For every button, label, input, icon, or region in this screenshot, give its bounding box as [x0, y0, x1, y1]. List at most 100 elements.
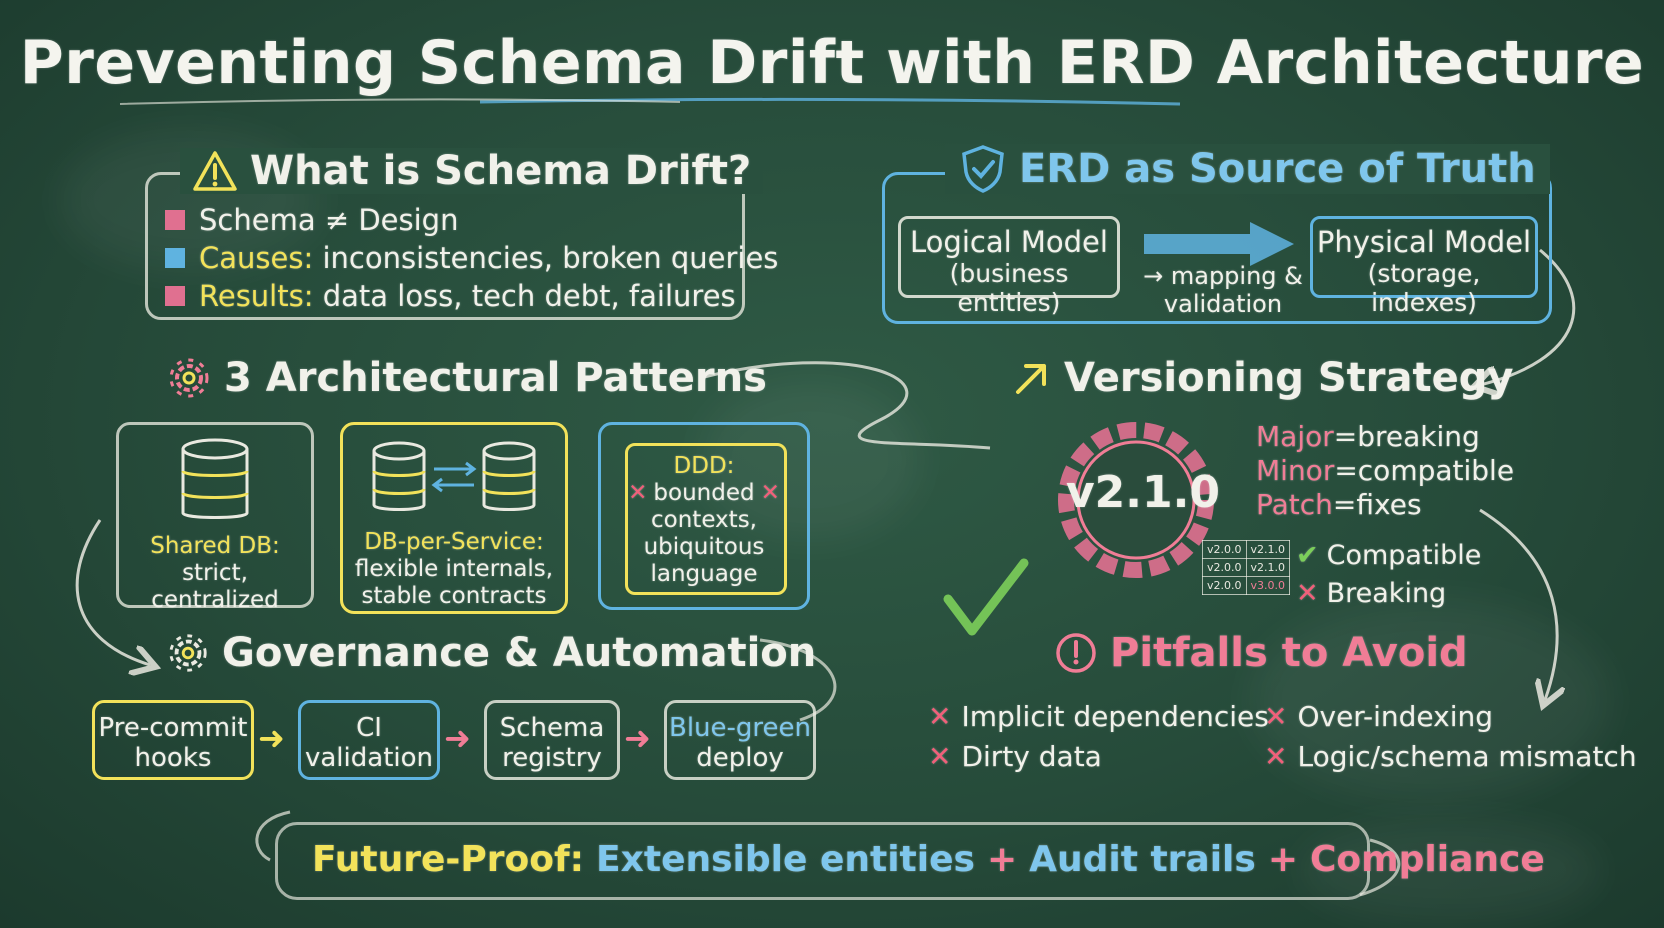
drift-results: Results: data loss, tech debt, failures — [165, 279, 736, 313]
mapping-label: → mapping & validation — [1138, 262, 1308, 318]
ddd-line-1-wrap: ✕bounded✕ — [601, 480, 807, 507]
logical-model-box: Logical Model (business entities) — [898, 216, 1120, 317]
drift-definition: Schema ≠ Design — [165, 203, 458, 237]
breaking-row: ✕ Breaking — [1296, 578, 1446, 609]
patch-value: =fixes — [1332, 488, 1422, 521]
cross-icon: ✕ — [1296, 578, 1319, 609]
pitfall-item: ✕ Logic/schema mismatch — [1264, 740, 1637, 773]
compatible-label: Compatible — [1326, 540, 1482, 571]
ddd-line-1: bounded — [653, 480, 755, 506]
version-major: Major=breaking — [1256, 420, 1480, 453]
step-ci-validation: CI validation — [298, 700, 440, 780]
compatible-row: ✔ Compatible — [1296, 540, 1481, 571]
cross-icon: ✕ — [1264, 700, 1288, 733]
schema-drift-title: What is Schema Drift? — [250, 148, 752, 194]
large-checkmark-icon — [943, 558, 1029, 636]
cross-icon: ✕ — [628, 480, 648, 506]
step-registry-line-2: registry — [502, 743, 602, 773]
drift-causes: Causes: inconsistencies, broken queries — [165, 241, 778, 275]
logical-model-subtitle: (business entities) — [949, 259, 1069, 317]
cross-icon: ✕ — [928, 700, 952, 733]
step-pre-commit: Pre-commit hooks — [92, 700, 254, 780]
drift-results-label: Results: — [199, 279, 314, 313]
table-cell: v2.0.0 — [1202, 540, 1247, 559]
future-label: Future-Proof: — [312, 838, 585, 880]
cross-icon: ✕ — [1264, 740, 1288, 773]
step-bluegreen-line-2: deploy — [696, 743, 784, 773]
step-schema-registry: Schema registry — [484, 700, 620, 780]
arrow-right-icon: ➜ — [624, 719, 651, 757]
shield-icon — [962, 145, 1004, 193]
pattern-ddd: DDD: ✕bounded✕ contexts, ubiquitous lang… — [598, 422, 810, 610]
pattern-db-per-service: DB-per-Service: flexible internals, stab… — [340, 422, 568, 614]
table-row: v2.0.0 v2.1.0 — [1202, 558, 1290, 577]
exclamation-icon — [1056, 633, 1096, 673]
major-label: Major — [1256, 420, 1334, 453]
arrow-up-right-icon — [1016, 364, 1046, 394]
db-per-service-title: DB-per-Service: — [364, 529, 544, 555]
breaking-label: Breaking — [1326, 578, 1447, 609]
step-pre-commit-line-1: Pre-commit — [98, 713, 248, 743]
page-title: Preventing Schema Drift with ERD Archite… — [19, 28, 1645, 98]
pitfalls-heading: Pitfalls to Avoid — [1054, 630, 1468, 676]
future-plus-2: + — [1267, 838, 1298, 880]
table-cell: v2.0.0 — [1202, 576, 1247, 595]
shared-db-title: Shared DB: — [150, 533, 280, 559]
arrow-right-icon: ➜ — [444, 719, 471, 757]
blue-bullet-icon — [165, 248, 185, 268]
shared-db-desc: strict, centralized — [151, 560, 279, 613]
gear-icon — [169, 358, 209, 398]
pitfall-text: Dirty data — [961, 740, 1102, 773]
cross-icon: ✕ — [760, 480, 780, 506]
gear-icon — [169, 634, 207, 672]
pitfall-text: Implicit dependencies — [961, 700, 1269, 733]
table-row: v2.0.0 v2.1.0 — [1202, 540, 1290, 559]
erd-title: ERD as Source of Truth — [1019, 146, 1536, 192]
table-cell: v2.1.0 — [1245, 558, 1290, 577]
step-bluegreen-line-1: Blue-green — [668, 713, 811, 743]
step-registry-line-1: Schema — [499, 713, 605, 743]
mapping-arrow-icon — [1144, 222, 1294, 266]
pink-bullet-icon — [165, 210, 185, 230]
mapping-line-2: validation — [1163, 290, 1283, 318]
major-value: =breaking — [1333, 420, 1480, 453]
pink-bullet-icon — [165, 286, 185, 306]
warning-icon — [193, 151, 237, 191]
ddd-line-3: ubiquitous — [643, 534, 765, 560]
pitfall-item: ✕Over-indexing — [1264, 700, 1493, 733]
arrow-right-icon: ➜ — [258, 719, 285, 757]
versioning-title: Versioning Strategy — [1064, 355, 1514, 401]
future-plus-1: + — [986, 838, 1018, 880]
drift-causes-text: inconsistencies, broken queries — [322, 241, 779, 275]
database-pair-icon — [372, 441, 536, 511]
pitfall-item: ✕ Implicit dependencies — [928, 700, 1269, 733]
version-gear-icon — [1058, 422, 1214, 578]
pitfall-text: Logic/schema mismatch — [1297, 740, 1637, 773]
physical-model-box: Physical Model (storage, indexes) — [1310, 216, 1538, 317]
ddd-line-2: contexts, — [651, 507, 757, 533]
ddd-inner-box — [625, 443, 787, 595]
patterns-title: 3 Architectural Patterns — [224, 355, 767, 401]
table-row: v2.0.0 v3.0.0 — [1202, 576, 1290, 595]
erd-heading: ERD as Source of Truth — [945, 144, 1550, 194]
schema-drift-heading: What is Schema Drift? — [180, 148, 764, 194]
step-pre-commit-line-2: hooks — [134, 743, 212, 773]
ddd-title: DDD: — [673, 453, 735, 479]
pitfall-item: ✕Dirty data — [928, 740, 1102, 773]
future-part-3: Compliance — [1310, 838, 1545, 880]
ddd-line-4: language — [650, 561, 758, 587]
versioning-heading: Versioning Strategy — [1012, 355, 1513, 401]
version-compat-table: v2.0.0 v2.1.0 v2.0.0 v2.1.0 v2.0.0 v3.0.… — [1202, 540, 1290, 595]
minor-label: Minor — [1256, 454, 1335, 487]
drift-results-text: data loss, tech debt, failures — [322, 279, 736, 313]
table-cell: v3.0.0 — [1245, 576, 1290, 595]
pitfalls-title: Pitfalls to Avoid — [1110, 630, 1468, 676]
database-icon — [181, 438, 249, 519]
governance-title: Governance & Automation — [222, 630, 817, 676]
minor-value: =compatible — [1334, 454, 1515, 487]
version-patch: Patch=fixes — [1256, 488, 1422, 521]
step-ci-line-2: validation — [304, 743, 433, 773]
checkmark-icon: ✔ — [1296, 540, 1319, 571]
physical-model-title: Physical Model — [1316, 225, 1532, 259]
future-proof-banner: Future-Proof: Extensible entities + Audi… — [300, 836, 1545, 882]
